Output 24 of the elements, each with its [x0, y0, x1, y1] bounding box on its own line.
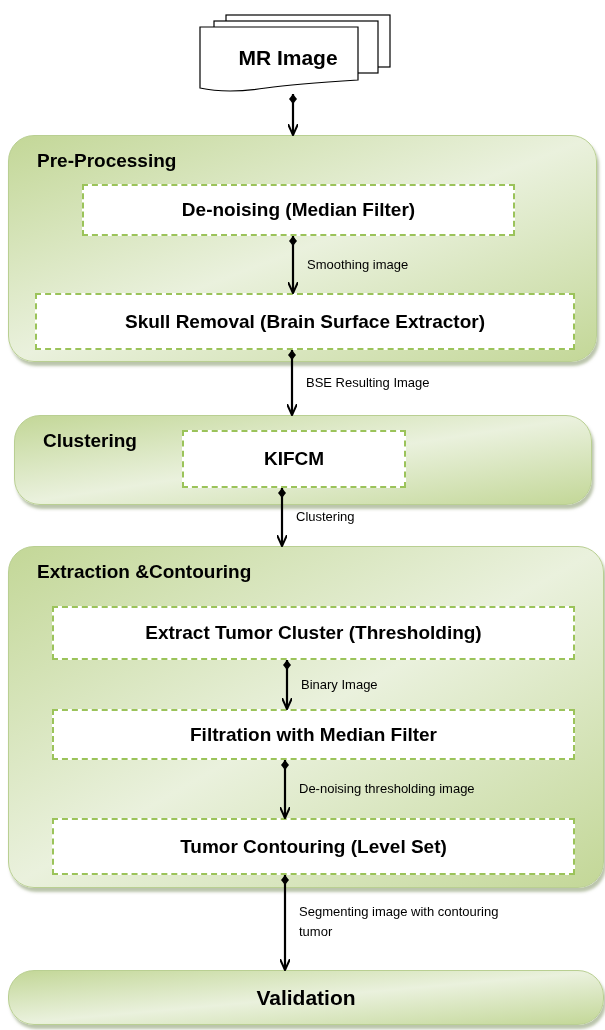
process-box: Extract Tumor Cluster (Thresholding): [52, 606, 575, 660]
edge-label: Binary Image: [301, 675, 378, 694]
stage-heading: Pre-Processing: [37, 149, 177, 173]
process-box: Filtration with Median Filter: [52, 709, 575, 760]
stage-heading: Extraction &Contouring: [37, 560, 252, 584]
edge-label: De-noising thresholding image: [299, 779, 475, 798]
edge-label: Smoothing image: [307, 255, 409, 274]
stage-heading: Clustering: [43, 429, 137, 453]
edge-label: BSE Resulting Image: [306, 373, 430, 392]
arrow: [279, 760, 291, 819]
process-box: Tumor Contouring (Level Set): [52, 818, 575, 875]
edge-label: Clustering: [296, 507, 355, 526]
arrow: [287, 94, 299, 136]
arrow: [286, 350, 298, 416]
arrow: [279, 875, 291, 971]
process-box: Skull Removal (Brain Surface Extractor): [35, 293, 575, 350]
arrow: [276, 488, 288, 547]
process-box: KIFCM: [182, 430, 406, 488]
arrow: [281, 660, 293, 710]
process-box: De-noising (Median Filter): [82, 184, 515, 236]
edge-label: Segmenting image with contouring tumor: [299, 902, 500, 942]
stage-band: Validation: [8, 970, 604, 1025]
node-label: MR Image: [237, 45, 339, 71]
arrow: [287, 236, 299, 294]
